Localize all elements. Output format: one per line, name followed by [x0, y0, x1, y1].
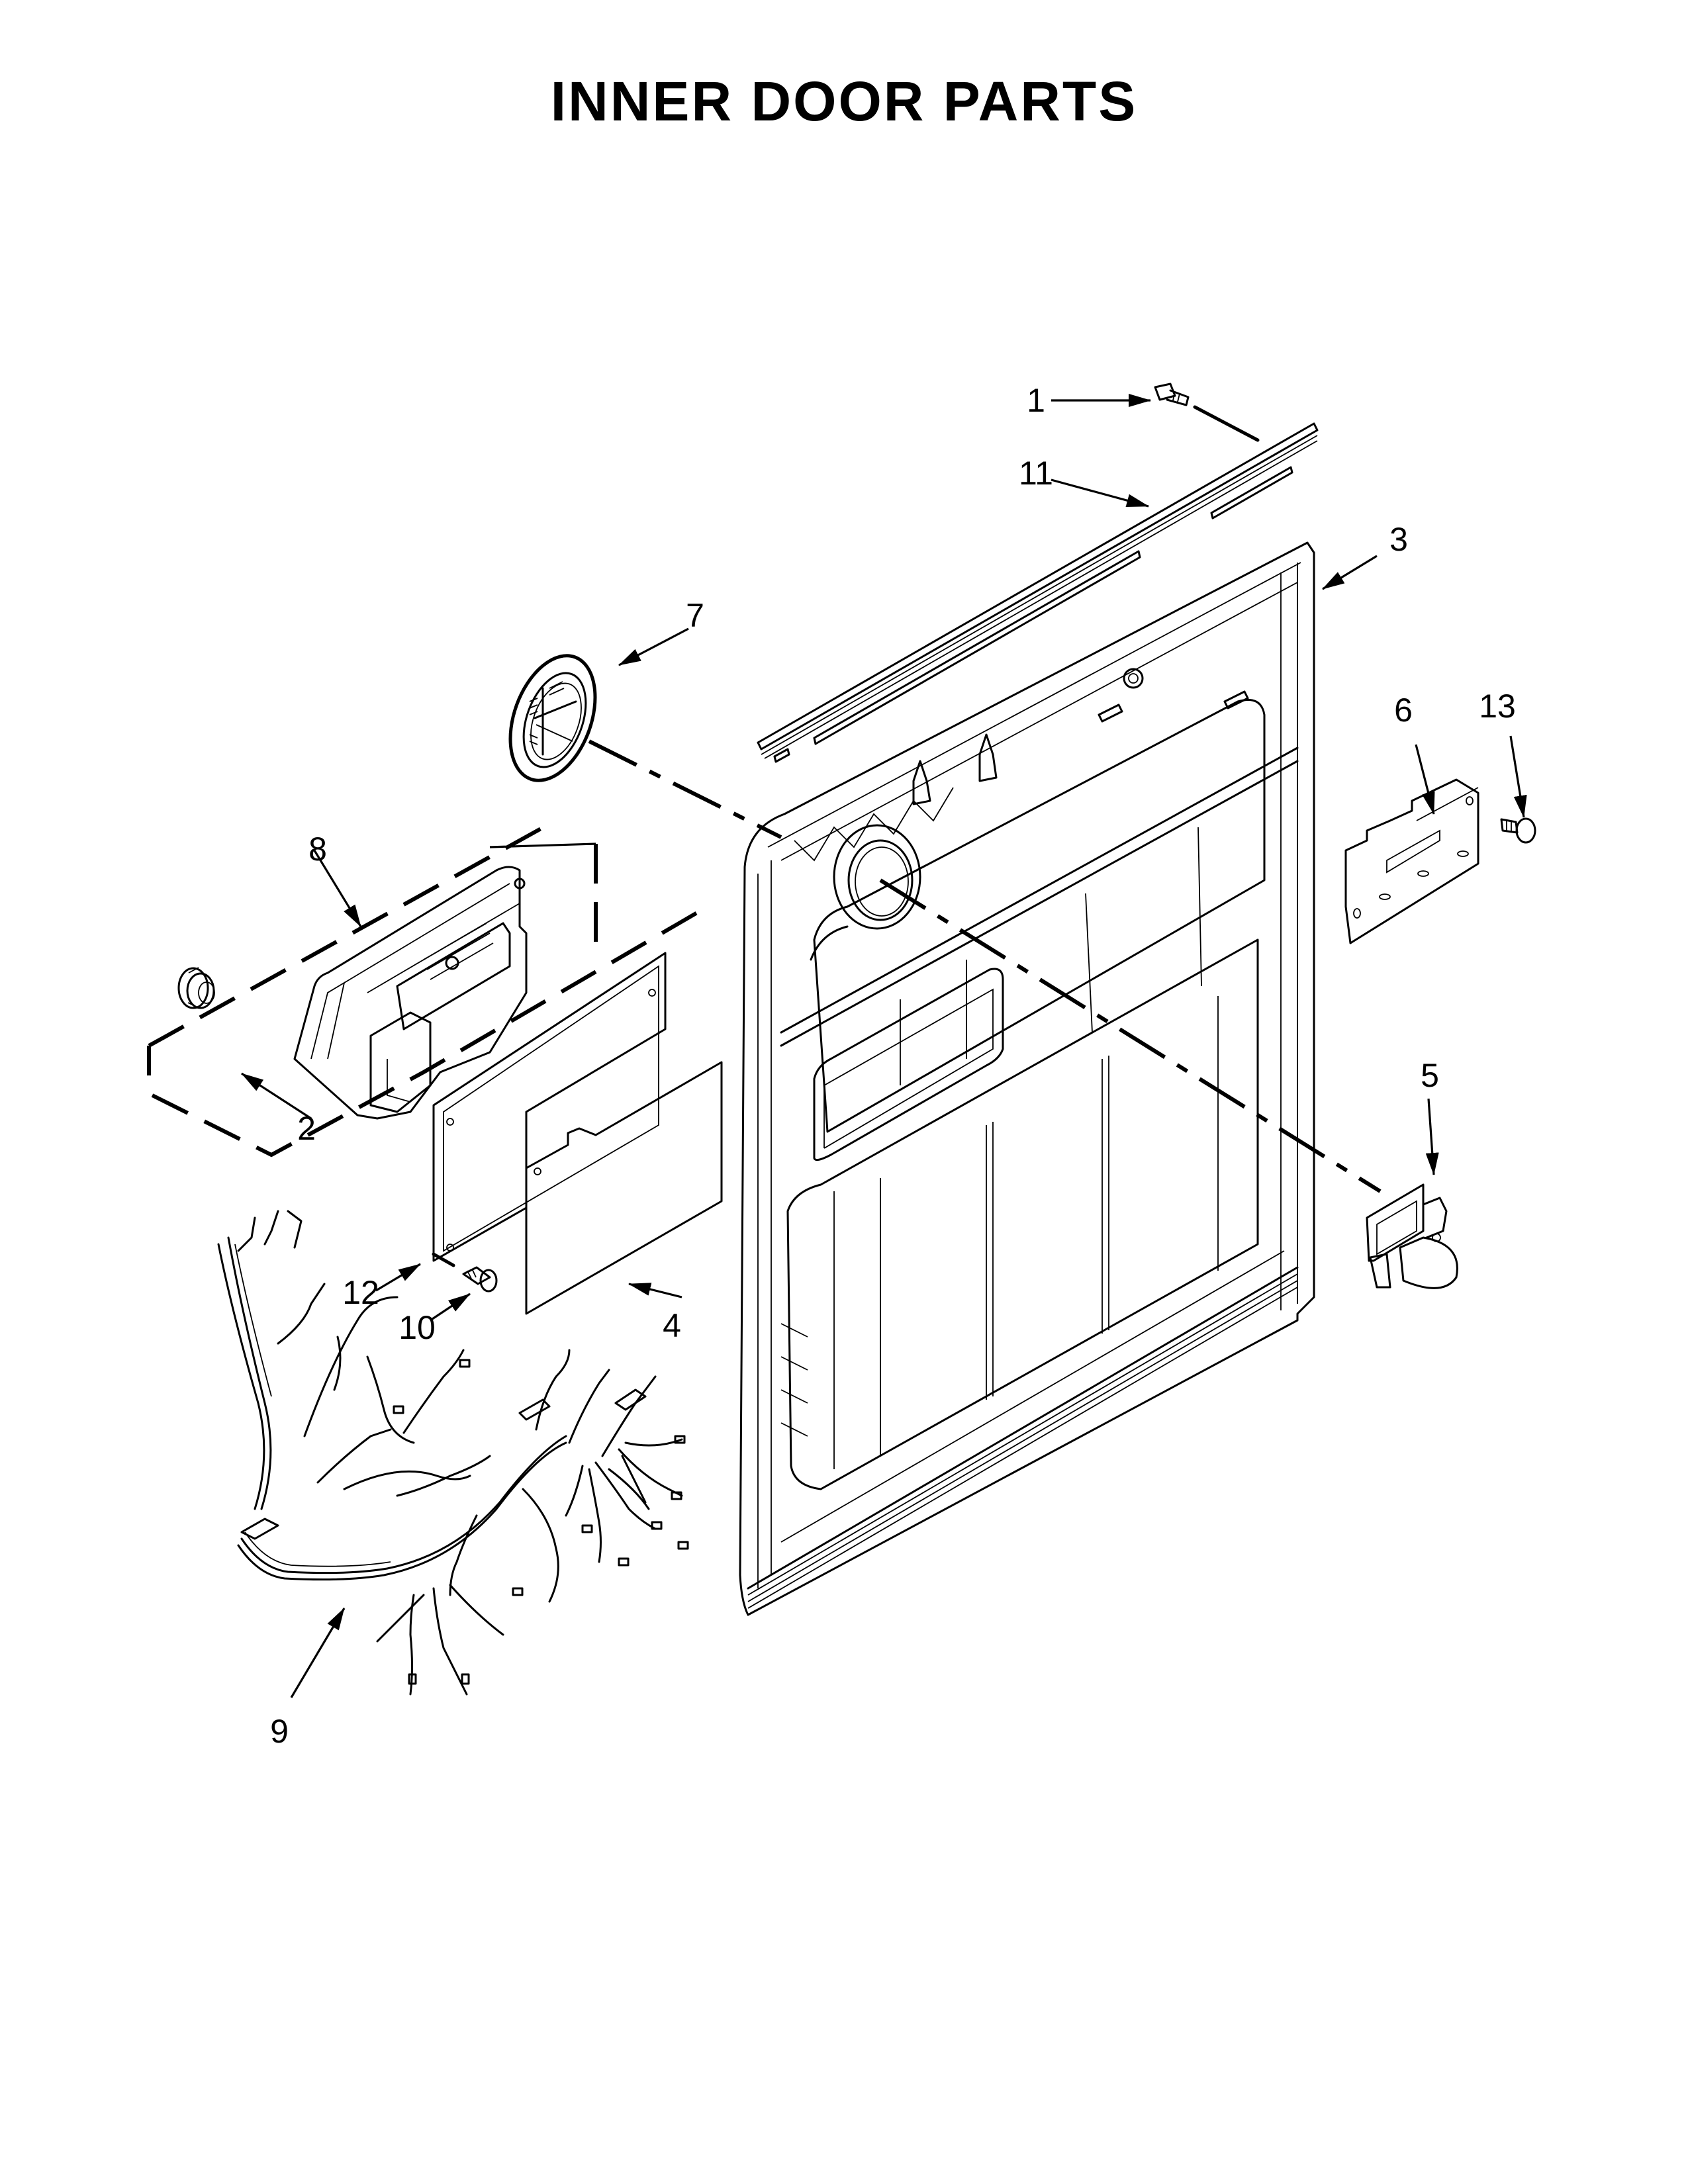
callout-2[interactable]: 2 — [297, 1110, 316, 1147]
callout-4[interactable]: 4 — [663, 1307, 681, 1344]
callout-3[interactable]: 3 — [1389, 521, 1408, 558]
callout-10[interactable]: 10 — [399, 1309, 436, 1346]
reference-lines — [588, 739, 1382, 1193]
dispenser-assembly-outline — [147, 822, 703, 1158]
vent-part-7[interactable] — [494, 644, 611, 792]
screw-part-10[interactable] — [432, 1252, 498, 1293]
callout-12[interactable]: 12 — [342, 1274, 379, 1311]
dispenser-assembly-part-8[interactable] — [293, 866, 528, 1120]
leader-arrows — [241, 394, 1527, 1698]
callout-8[interactable]: 8 — [308, 831, 327, 868]
door-latch-part-5[interactable] — [1366, 1183, 1458, 1289]
cover-plate-part-4[interactable] — [525, 1061, 723, 1315]
knob-part-2[interactable] — [177, 967, 215, 1009]
callout-7[interactable]: 7 — [686, 597, 704, 634]
gasket-strip-part-11[interactable] — [757, 422, 1319, 763]
screw-part-1[interactable] — [1154, 383, 1260, 442]
callout-5[interactable]: 5 — [1421, 1057, 1439, 1094]
screw-part-13[interactable] — [1500, 817, 1536, 844]
bracket-part-6[interactable] — [1344, 778, 1479, 944]
diagram-title: INNER DOOR PARTS — [550, 70, 1138, 132]
callout-11[interactable]: 11 — [1019, 455, 1053, 492]
callout-6[interactable]: 6 — [1394, 692, 1413, 729]
dispenser-gasket-part-12[interactable] — [432, 952, 667, 1262]
inner-door-panel-part-3[interactable] — [739, 541, 1315, 1616]
callout-1[interactable]: 1 — [1027, 382, 1045, 419]
callout-9[interactable]: 9 — [270, 1713, 289, 1750]
callout-13[interactable]: 13 — [1479, 688, 1516, 725]
wire-harness-part-9[interactable] — [217, 1210, 689, 1696]
